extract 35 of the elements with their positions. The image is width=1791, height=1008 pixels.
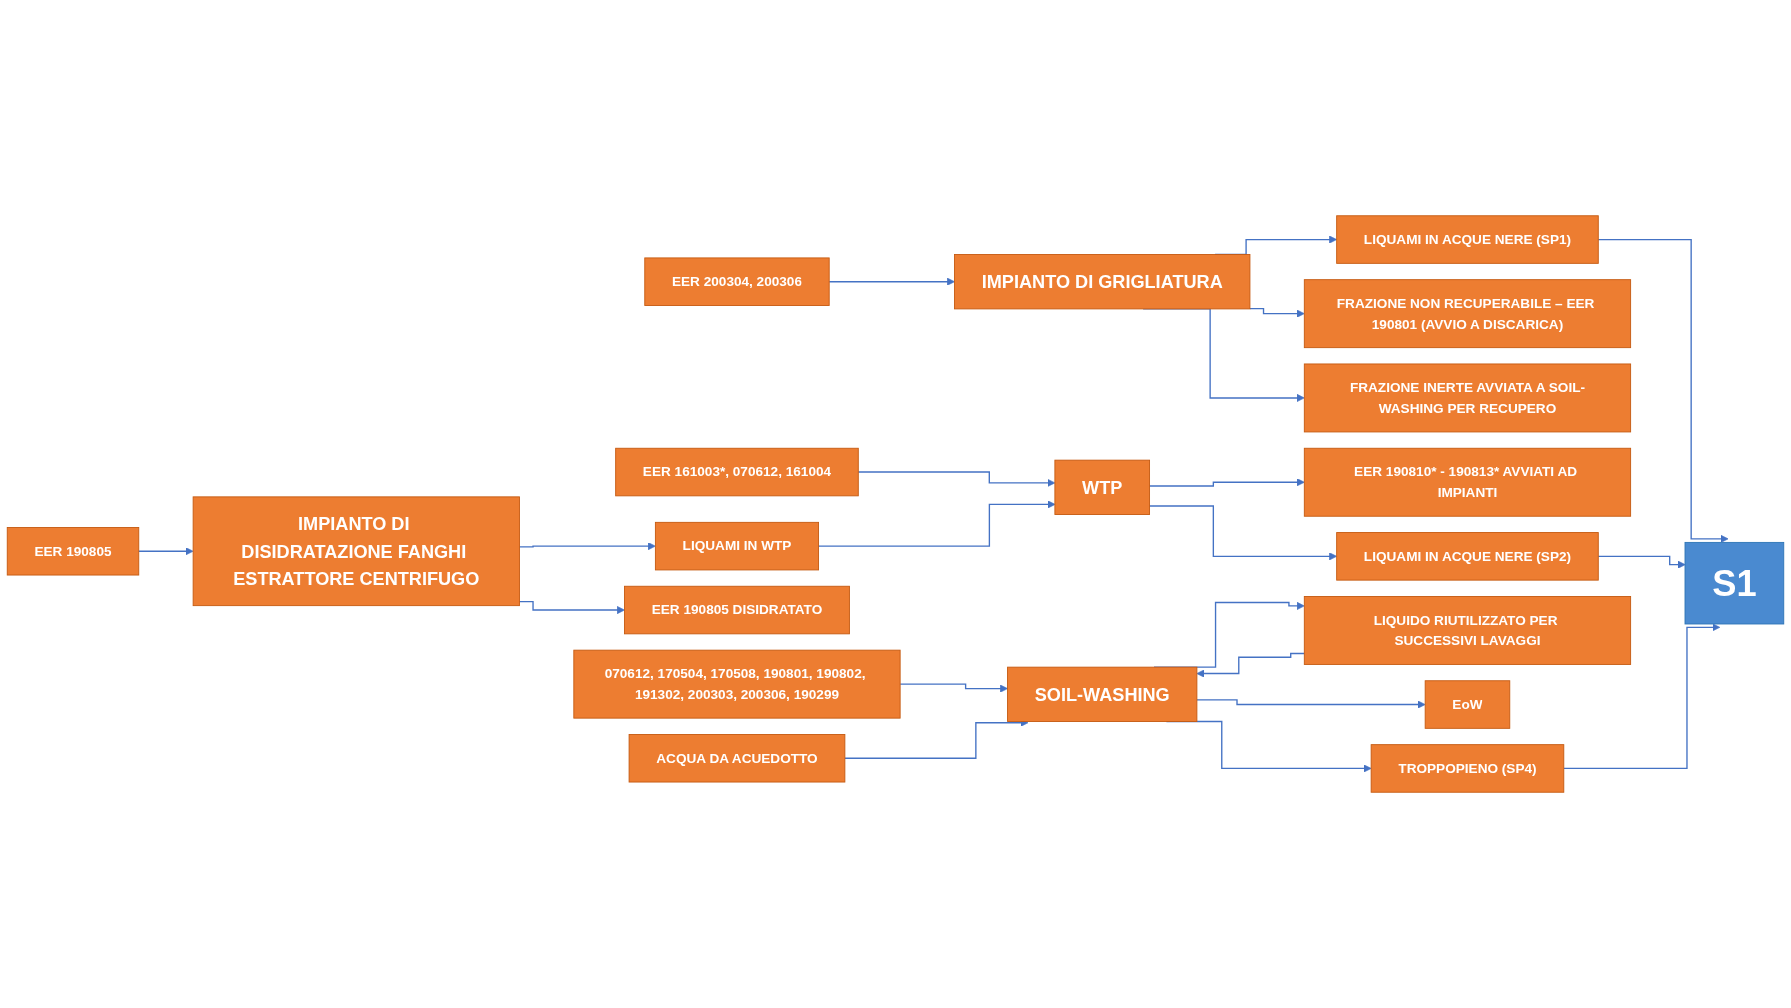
node-box: EER 190805 [6, 527, 140, 576]
node-box: LIQUAMI IN WTP [654, 521, 819, 571]
arrow [1148, 478, 1305, 487]
node-box: EER 161003*, 070612, 161004 [615, 447, 859, 497]
arrow [138, 547, 194, 556]
node-box: FRAZIONE NON RECUPERABILE – EER 190801 (AVVIO A DISCARICA) [1303, 279, 1632, 349]
node-box: LIQUIDO RIUTILIZZATO PER SUCCESSIVI LAVAGGI [1303, 596, 1632, 665]
node-box: EER 190805 DISIDRATATO [624, 585, 850, 635]
node-box: EER 190810* - 190813* AVVIATI AD IMPIANTI [1303, 447, 1632, 517]
arrow [817, 500, 1056, 547]
node-box: S1 [1684, 541, 1785, 625]
arrow [1597, 238, 1729, 543]
arrow [1148, 505, 1337, 561]
arrow [518, 542, 656, 551]
arrow [1196, 699, 1426, 709]
arrow [1249, 308, 1305, 318]
node-box: EoW [1424, 680, 1511, 729]
arrow [1196, 652, 1305, 678]
node-box: IMPIANTO DI DISIDRATAZIONE FANGHI ESTRATTORE CENTRIFUGO [192, 496, 520, 607]
node-box: ACQUA DA ACUEDOTTO [628, 734, 846, 783]
node-box: FRAZIONE INERTE AVVIATA A SOIL-WASHING PER RECUPERO [1303, 363, 1632, 433]
arrow [518, 600, 625, 615]
arrow [899, 683, 1008, 693]
node-box: LIQUAMI IN ACQUE NERE (SP2) [1336, 532, 1599, 581]
node-box: EER 200304, 200306 [644, 257, 830, 306]
node-box: IMPIANTO DI GRIGLIATURA [954, 254, 1251, 310]
node-box: TROPPOPIENO (SP4) [1370, 744, 1565, 793]
node-box: 070612, 170504, 170508, 190801, 190802, 191302, 200303, 200306, 190299 [573, 649, 901, 719]
arrow [1597, 555, 1686, 569]
node-box: LIQUAMI IN ACQUE NERE (SP1) [1336, 215, 1599, 264]
node-box: SOIL-WASHING [1007, 666, 1198, 722]
arrow [828, 277, 955, 286]
node-box: WTP [1054, 459, 1150, 515]
arrow [857, 471, 1056, 487]
arrow [1563, 623, 1721, 770]
